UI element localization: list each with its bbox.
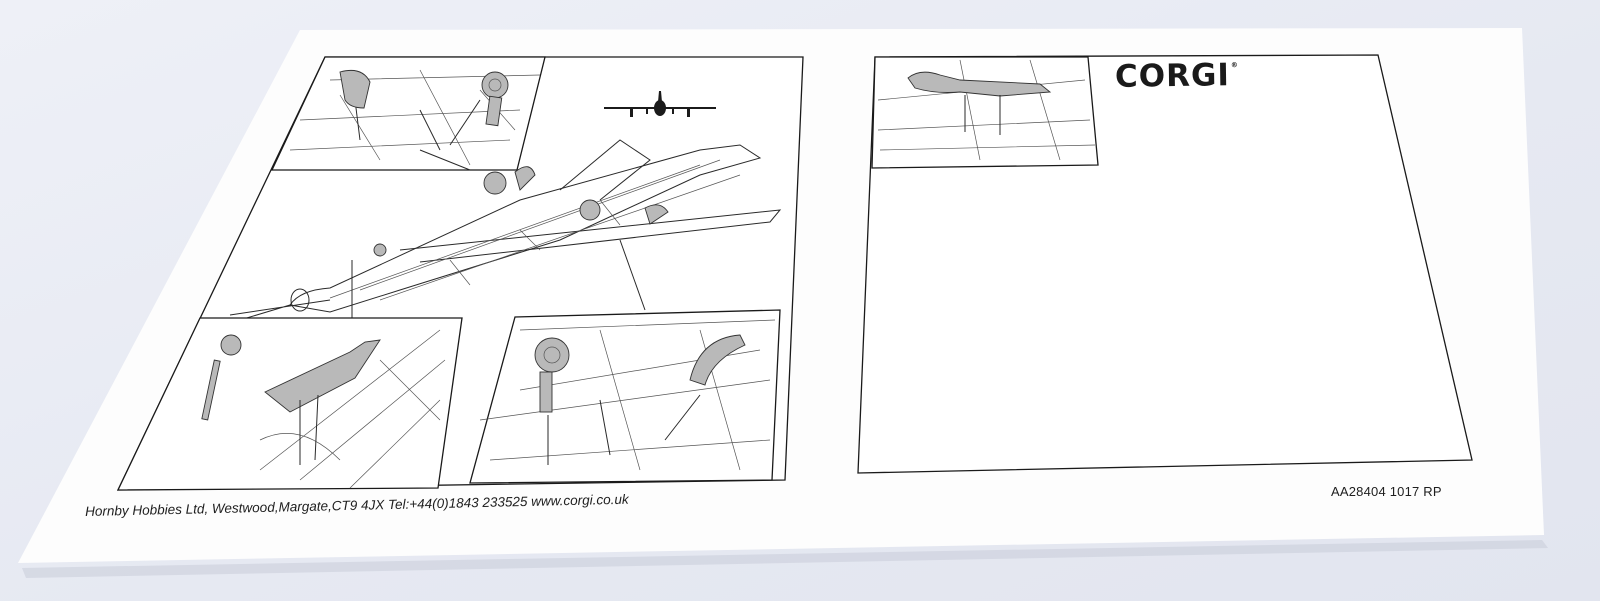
right-page xyxy=(857,54,1473,474)
registered-mark: ® xyxy=(1230,61,1239,70)
gear-leg-part xyxy=(201,359,221,421)
gear-door-part xyxy=(264,339,381,413)
left-top-inset-drawing xyxy=(289,69,541,166)
right-top-inset-drawing xyxy=(877,59,1096,161)
corgi-logo: CORGI® xyxy=(1114,57,1239,95)
left-bottom-left-inset-drawing xyxy=(201,329,446,489)
pylon-part xyxy=(907,71,1052,97)
main-wheel-part xyxy=(534,337,570,373)
left-jet-silhouette xyxy=(604,91,716,117)
nose-wheel-part xyxy=(220,334,242,356)
logo-text: CORGI xyxy=(1114,57,1231,95)
main-gear-door-part xyxy=(689,334,746,386)
paper-shadow xyxy=(22,540,1548,578)
left-main-jet-drawing xyxy=(229,139,782,321)
left-page xyxy=(116,56,804,491)
wheel-part xyxy=(481,71,509,99)
left-bottom-right-inset-drawing xyxy=(479,319,776,471)
right-top-inset-panel xyxy=(871,56,1099,169)
gear-door-part xyxy=(339,69,371,109)
product-code: AA28404 1017 RP xyxy=(1331,484,1442,499)
